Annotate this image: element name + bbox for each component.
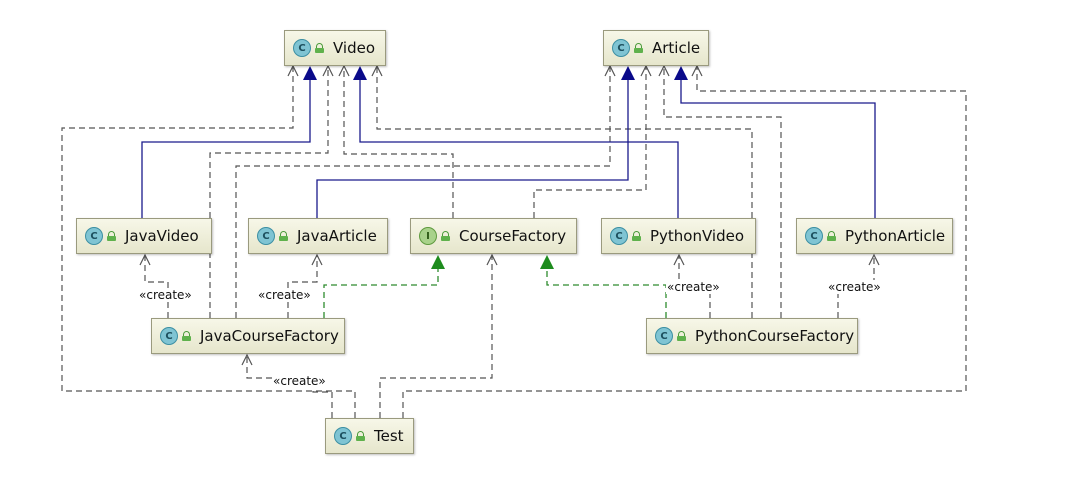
arrowhead bbox=[241, 353, 253, 366]
inh-javavideo-video bbox=[141, 78, 311, 218]
arrowhead bbox=[322, 64, 334, 77]
interface-course-factory[interactable]: I CourseFactory bbox=[410, 218, 577, 254]
class-name: JavaVideo bbox=[125, 227, 199, 245]
dep-test-article bbox=[402, 66, 967, 418]
create-label: «create» bbox=[666, 280, 721, 294]
arrowhead bbox=[868, 253, 880, 266]
dep-coursefactory-article bbox=[533, 66, 647, 218]
dep-test-video bbox=[61, 66, 356, 418]
realization-arrowheads bbox=[431, 255, 554, 269]
arrowhead bbox=[371, 64, 383, 77]
arrowhead bbox=[540, 255, 554, 269]
class-java-video[interactable]: C JavaVideo bbox=[76, 218, 212, 254]
class-name: JavaArticle bbox=[297, 227, 377, 245]
create-label: «create» bbox=[257, 288, 312, 302]
class-icon: C bbox=[655, 327, 673, 345]
dep-javafactory-article bbox=[235, 66, 611, 318]
dep-javafactory-javavideo bbox=[144, 255, 169, 318]
real-javafactory-coursefactory bbox=[323, 268, 439, 318]
dep-javafactory-javaarticle bbox=[287, 255, 318, 318]
class-name: Test bbox=[374, 427, 404, 445]
dependency-arrowheads bbox=[139, 64, 880, 366]
inh-javaarticle-article bbox=[316, 78, 629, 218]
lock-icon bbox=[634, 43, 644, 53]
arrowhead bbox=[139, 253, 151, 266]
class-java-course-factory[interactable]: C JavaCourseFactory bbox=[151, 318, 345, 354]
arrowhead bbox=[673, 253, 685, 266]
class-icon: C bbox=[805, 227, 823, 245]
lock-icon bbox=[677, 331, 687, 341]
lock-icon bbox=[279, 231, 289, 241]
realization-edges bbox=[323, 268, 667, 318]
arrowhead bbox=[604, 64, 616, 77]
arrowhead bbox=[674, 66, 688, 80]
dep-pyfactory-article bbox=[663, 66, 782, 318]
class-name: JavaCourseFactory bbox=[200, 327, 339, 345]
class-icon: C bbox=[85, 227, 103, 245]
lock-icon bbox=[356, 431, 366, 441]
class-name: PythonCourseFactory bbox=[695, 327, 855, 345]
arrowhead bbox=[691, 64, 703, 77]
class-icon: C bbox=[160, 327, 178, 345]
class-name: PythonArticle bbox=[845, 227, 946, 245]
class-icon: C bbox=[257, 227, 275, 245]
create-label: «create» bbox=[827, 280, 882, 294]
dep-coursefactory-video bbox=[343, 66, 454, 218]
class-icon: C bbox=[293, 39, 311, 57]
arrowhead bbox=[287, 64, 299, 77]
class-icon: C bbox=[612, 39, 630, 57]
class-test[interactable]: C Test bbox=[325, 418, 414, 454]
inheritance-arrowheads bbox=[303, 66, 688, 80]
arrowhead bbox=[431, 255, 445, 269]
inheritance-edges bbox=[141, 78, 876, 218]
class-name: PythonVideo bbox=[650, 227, 745, 245]
dep-test-coursefactory bbox=[379, 255, 493, 418]
arrowhead bbox=[338, 64, 350, 77]
lock-icon bbox=[182, 331, 192, 341]
inh-pythonarticle-article bbox=[680, 78, 876, 218]
class-python-article[interactable]: C PythonArticle bbox=[796, 218, 953, 254]
lock-icon bbox=[632, 231, 642, 241]
class-icon: C bbox=[610, 227, 628, 245]
arrowhead bbox=[658, 64, 670, 77]
interface-icon: I bbox=[419, 227, 437, 245]
arrowhead bbox=[621, 66, 635, 80]
arrowhead bbox=[640, 64, 652, 77]
create-label: «create» bbox=[272, 374, 327, 388]
arrowhead bbox=[353, 66, 367, 80]
class-name: CourseFactory bbox=[459, 227, 567, 245]
class-python-video[interactable]: C PythonVideo bbox=[601, 218, 756, 254]
lock-icon bbox=[441, 231, 451, 241]
class-java-article[interactable]: C JavaArticle bbox=[248, 218, 388, 254]
class-python-course-factory[interactable]: C PythonCourseFactory bbox=[646, 318, 858, 354]
class-name: Video bbox=[333, 39, 376, 57]
runnable-class-icon: C bbox=[334, 427, 352, 445]
real-pyfactory-coursefactory bbox=[546, 268, 667, 318]
arrowhead bbox=[486, 253, 498, 266]
class-video[interactable]: C Video bbox=[284, 30, 386, 66]
class-article[interactable]: C Article bbox=[603, 30, 709, 66]
inh-pythonvideo-video bbox=[359, 78, 679, 218]
arrowhead bbox=[311, 253, 323, 266]
lock-icon bbox=[107, 231, 117, 241]
create-label: «create» bbox=[138, 288, 193, 302]
lock-icon bbox=[315, 43, 325, 53]
lock-icon bbox=[827, 231, 837, 241]
arrowhead bbox=[303, 66, 317, 80]
class-name: Article bbox=[652, 39, 701, 57]
